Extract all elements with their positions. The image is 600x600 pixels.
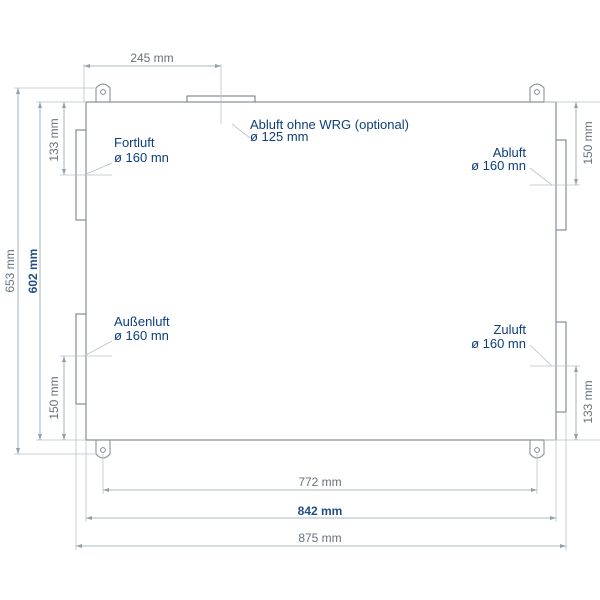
spigot-aussenluft	[75, 313, 87, 405]
label-abluft-wrg-size: ø 125 mm	[250, 129, 309, 144]
dim-bottom-875	[76, 544, 566, 548]
label-fortluft-name: Fortluft	[114, 135, 155, 150]
abluft-leader	[529, 167, 553, 186]
dim-right-150-label: 150 mm	[581, 121, 595, 164]
dim-bottom-772-label: 772 mm	[298, 475, 341, 489]
dim-left-602-label: 602 mm	[26, 249, 40, 294]
label-aussenluft-name: Außenluft	[114, 314, 170, 329]
label-abluft-wrg-name: Abluft ohne WRG (optional)	[250, 117, 409, 132]
dim-right-133-label: 133 mm	[581, 380, 595, 423]
dim-right-133	[544, 366, 600, 441]
dim-left-602	[36, 101, 86, 441]
dim-bottom-842-label: 842 mm	[298, 504, 343, 518]
label-aussenluft-size: ø 160 mn	[114, 328, 169, 343]
label-abluft-name: Abluft	[493, 145, 527, 160]
dim-left-150	[62, 356, 66, 440]
dim-left-653	[14, 87, 96, 455]
unit-body-outline	[85, 101, 557, 441]
dim-top-245-label: 245 mm	[130, 51, 173, 65]
dim-bottom-842	[86, 516, 556, 520]
spigot-zuluft	[555, 321, 567, 413]
label-abluft-size: ø 160 mn	[471, 158, 526, 173]
label-zuluft-name: Zuluft	[493, 322, 526, 337]
dim-top-245	[83, 64, 222, 102]
dim-left-653-label: 653 mm	[3, 249, 17, 292]
mounting-bracket-top-right	[529, 83, 545, 102]
dim-left-133-label: 133 mm	[47, 118, 61, 161]
dim-right-150	[544, 101, 600, 185]
label-fortluft-size: ø 160 mn	[114, 150, 169, 165]
dim-bottom-875-label: 875 mm	[298, 531, 341, 545]
label-zuluft-size: ø 160 mn	[471, 336, 526, 351]
aussenluft-leader	[83, 340, 113, 357]
fortluft-leader	[83, 162, 113, 176]
dim-bottom-772	[103, 488, 537, 492]
abluft-wrg-leader	[231, 123, 251, 139]
dim-left-133	[62, 102, 66, 175]
dim-left-150-label: 150 mm	[47, 376, 61, 419]
mounting-bracket-top-left	[95, 83, 111, 102]
zuluft-leader	[529, 344, 553, 367]
